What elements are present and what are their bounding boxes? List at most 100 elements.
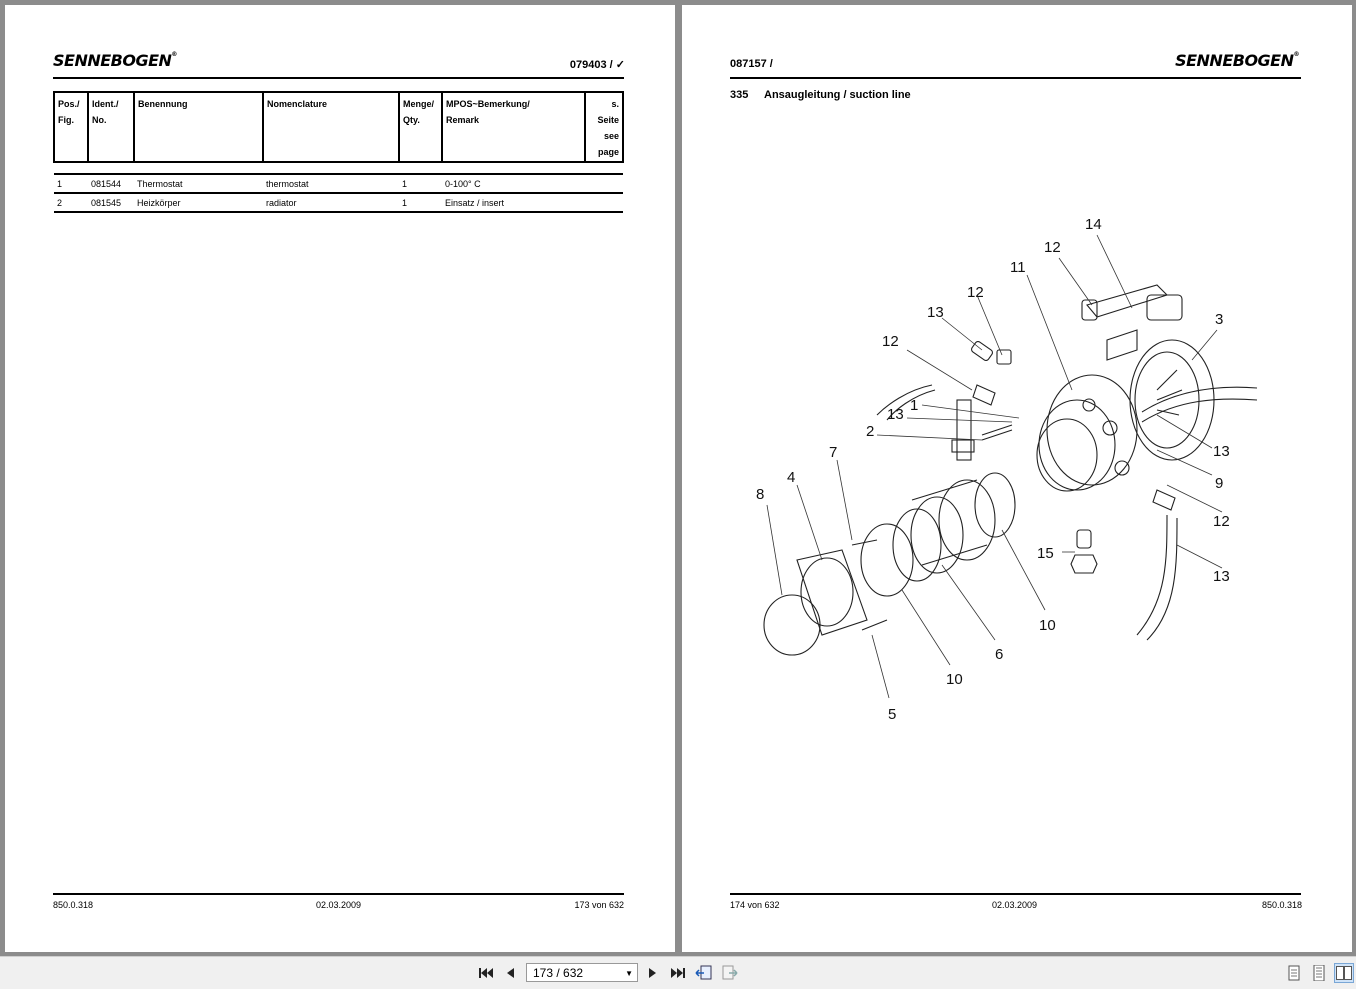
flange-port: [1082, 398, 1096, 412]
col-header-nomenclature: Nomenclature: [262, 91, 400, 163]
o-ring: [763, 594, 821, 656]
callout-12: 12: [967, 284, 984, 301]
footer-code: 850.0.318: [53, 900, 94, 910]
chevron-down-icon: ▼: [625, 969, 633, 978]
hose-line: [886, 389, 936, 421]
pipe-section: [956, 399, 972, 461]
callout-12: 12: [1213, 513, 1230, 530]
drain-plug: [1076, 529, 1092, 549]
previous-view-icon: [695, 965, 712, 980]
pipe-section: [1086, 284, 1169, 318]
doc-number: 079403 / ✓: [569, 59, 625, 71]
callout-11: 11: [1010, 259, 1026, 276]
hose-line: [1146, 517, 1178, 641]
elbow-fitting: [972, 384, 996, 406]
callout-12: 12: [1044, 239, 1061, 256]
bolt: [851, 539, 878, 546]
callout-14: 14: [1085, 216, 1102, 233]
hose-line: [876, 384, 933, 416]
bolt: [981, 429, 1013, 441]
table-header-row: Pos./Fig. Ident./No. Benennung Nomenclat…: [53, 91, 624, 163]
footer-page: 173 von 632: [574, 900, 624, 910]
parts-table: Pos./Fig. Ident./No. Benennung Nomenclat…: [53, 91, 624, 213]
table-row: 2 081545 Heizkörper radiator 1 Einsatz /…: [54, 193, 623, 213]
flange-port: [1102, 420, 1118, 436]
col-header-ident: Ident./No.: [87, 91, 135, 163]
two-page-icon: [1336, 966, 1352, 980]
drain-plug-nut: [1070, 554, 1098, 574]
exploded-parts-drawing: 14 12 11 12 13 3 12 1 13 2 13 9 7 4 8 12…: [756, 216, 1258, 723]
continuous-page-icon: [1313, 965, 1325, 981]
elbow-fitting: [1081, 299, 1098, 321]
hose-clamp: [974, 472, 1016, 538]
callout-2: 2: [866, 423, 874, 440]
square-flange: [796, 549, 868, 636]
square-flange-bore: [800, 557, 854, 627]
footer-rule: [730, 893, 1301, 895]
next-view-icon: [722, 965, 738, 980]
bolt: [861, 619, 888, 631]
section-number: 335: [730, 89, 749, 101]
rubber-sleeve: [892, 508, 942, 582]
single-page-button[interactable]: [1284, 963, 1304, 983]
footer-code: 850.0.318: [1261, 900, 1302, 910]
footer-date: 02.03.2009: [992, 900, 1038, 910]
callout-13: 13: [887, 406, 904, 423]
pump-housing-inner: [1134, 351, 1200, 449]
col-header-remark: MPOS~Bemerkung/Remark: [441, 91, 586, 163]
header-rule: [730, 77, 1301, 79]
callout-10: 10: [1039, 617, 1056, 634]
callout-8: 8: [756, 486, 764, 503]
callout-7: 7: [829, 444, 837, 461]
callout-13: 13: [927, 304, 944, 321]
page-number-dropdown[interactable]: 173 / 632 ▼: [526, 963, 638, 982]
rubber-sleeve: [910, 496, 964, 574]
callout-13: 13: [1213, 443, 1230, 460]
next-page-icon: [649, 968, 656, 978]
flange-port: [1114, 460, 1130, 476]
first-page-icon: [479, 968, 493, 978]
next-view-button[interactable]: [720, 963, 740, 983]
first-page-button[interactable]: [476, 963, 496, 983]
two-page-button[interactable]: [1334, 963, 1354, 983]
footer-page: 174 von 632: [730, 900, 780, 910]
elbow-fitting: [1152, 489, 1176, 511]
col-header-qty: Menge/Qty.: [398, 91, 443, 163]
previous-view-button[interactable]: [694, 963, 714, 983]
col-header-pos: Pos./Fig.: [53, 91, 89, 163]
bolt: [981, 424, 1013, 436]
footer-rule: [53, 893, 624, 895]
callout-5: 5: [888, 706, 896, 723]
elbow-fitting: [996, 349, 1012, 365]
continuous-page-button[interactable]: [1309, 963, 1329, 983]
left-page: SENNEBOGEN® 079403 / ✓ Pos./Fig. Ident./…: [5, 5, 675, 952]
hose-line: [1141, 386, 1258, 413]
elbow-fitting: [970, 340, 994, 362]
callout-1: 1: [910, 397, 918, 414]
prev-page-button[interactable]: [500, 963, 520, 983]
callout-15: 15: [1037, 545, 1054, 562]
callout-3: 3: [1215, 311, 1223, 328]
callout-4: 4: [787, 469, 795, 486]
last-page-icon: [671, 968, 685, 978]
next-page-button[interactable]: [643, 963, 663, 983]
doc-number: 087157 /: [730, 58, 773, 70]
footer-date: 02.03.2009: [316, 900, 362, 910]
callout-10: 10: [946, 671, 963, 688]
prev-page-icon: [507, 968, 514, 978]
callout-6: 6: [995, 646, 1003, 663]
sleeve-edge: [921, 544, 988, 566]
sennebogen-logo: SENNEBOGEN®: [53, 51, 177, 70]
last-page-button[interactable]: [668, 963, 688, 983]
hose-line: [1141, 398, 1258, 423]
flange-bore: [1038, 399, 1116, 491]
pipe-nut: [951, 439, 975, 453]
callout-12: 12: [882, 333, 899, 350]
header-rule: [53, 77, 624, 79]
page-indicator: 173 / 632: [533, 966, 584, 980]
pump-vanes: [1156, 369, 1183, 416]
hose-line: [1136, 514, 1168, 636]
